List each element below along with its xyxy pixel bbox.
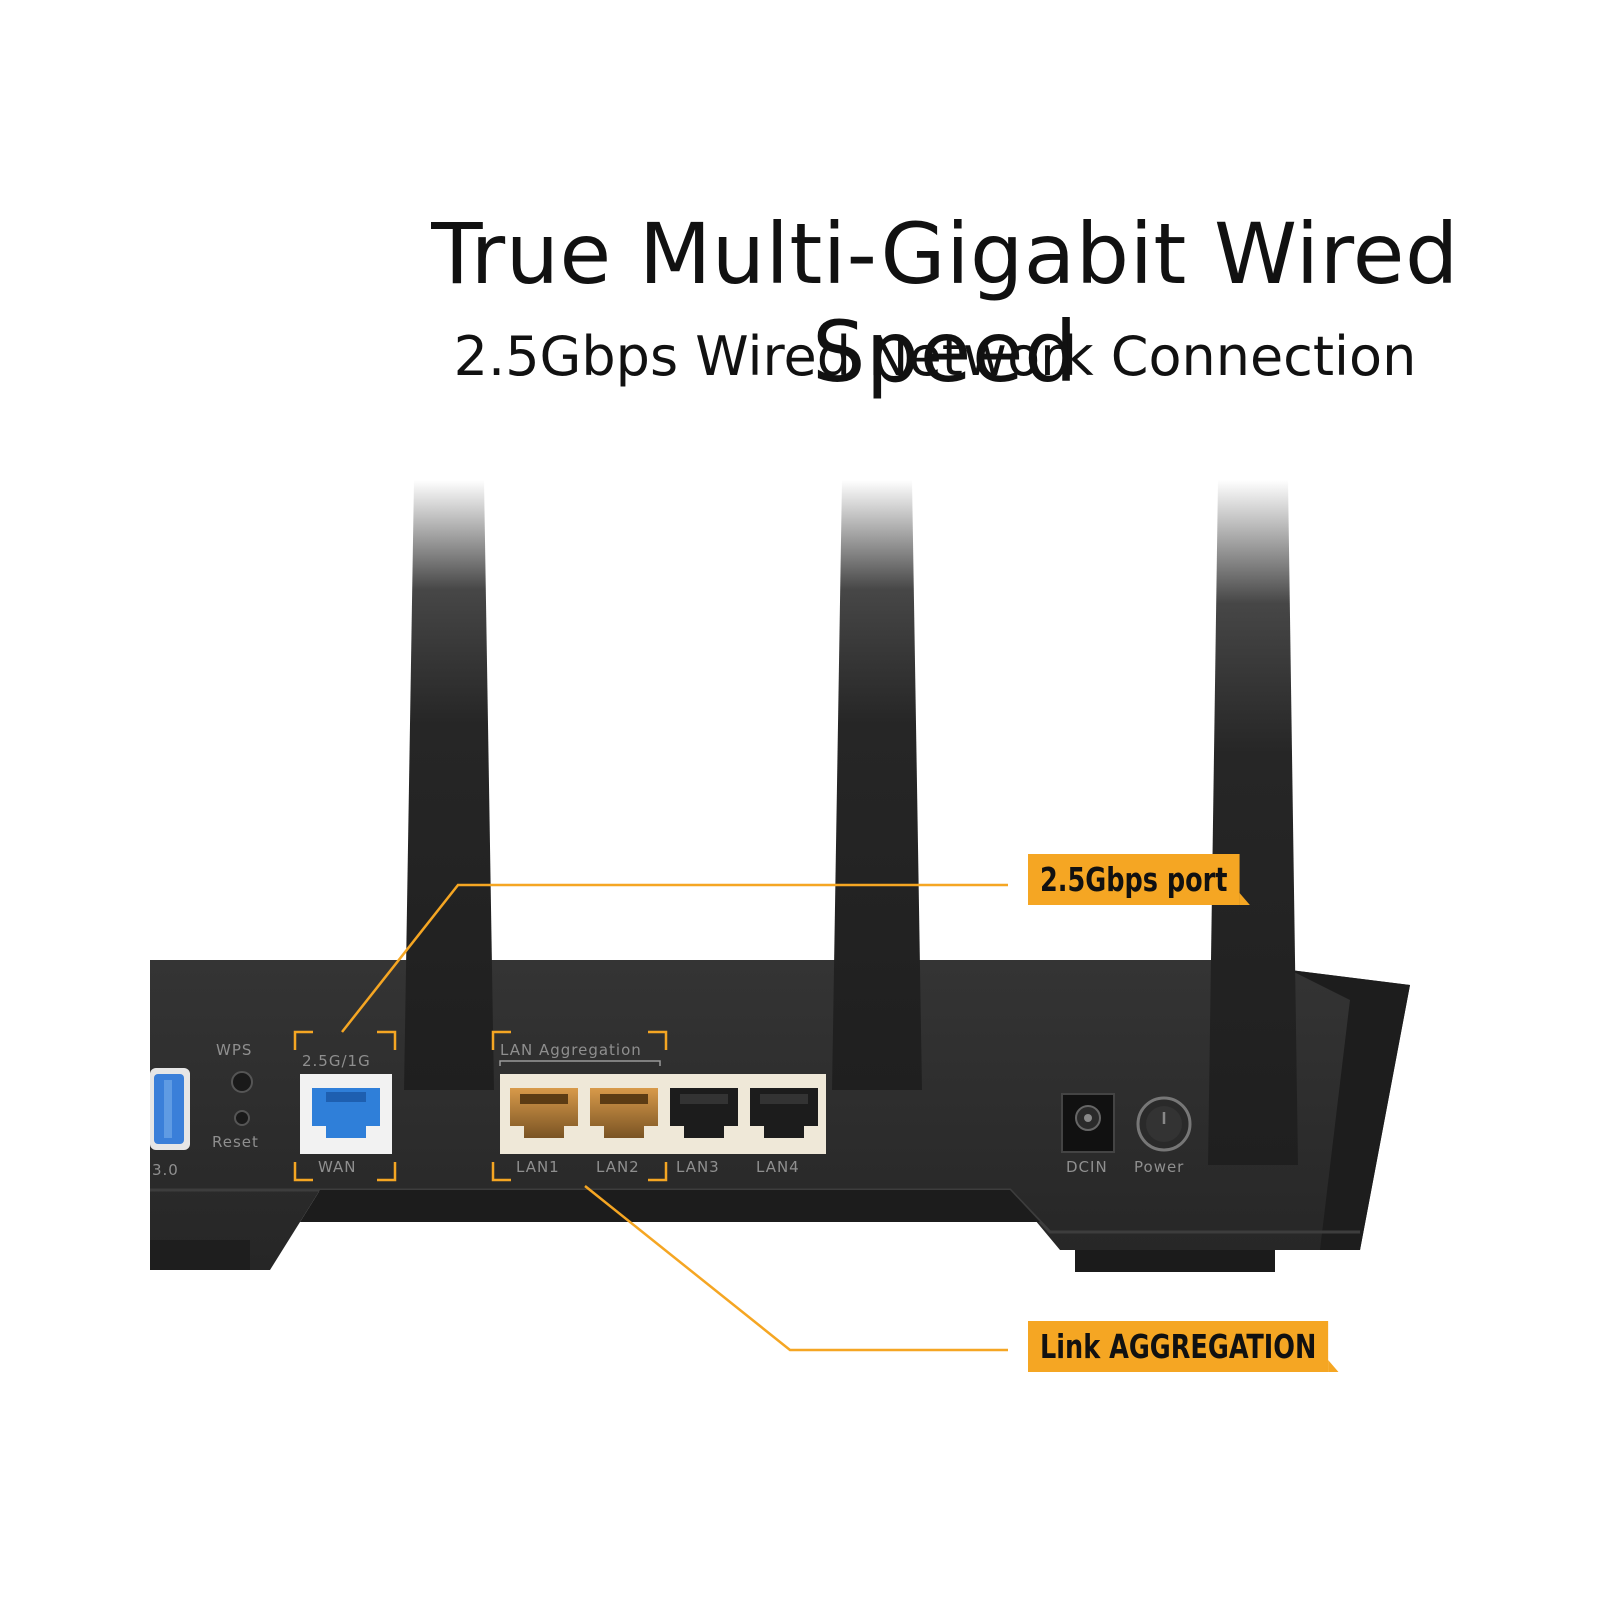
dc-in-port[interactable] [1061,1093,1115,1153]
usb-port [150,1068,190,1150]
port-callout: 2.5Gbps port [1028,854,1250,905]
power-button[interactable] [1136,1096,1192,1152]
subheadline: 2.5Gbps Wired Network Connection [453,325,1417,388]
wan-port[interactable] [300,1074,392,1154]
usb-label: 3.0 [152,1161,179,1179]
lan-port-4[interactable] [750,1088,818,1138]
lan-4-label: LAN4 [756,1158,800,1176]
dcin-label: DCIN [1066,1158,1108,1176]
lan-port-1[interactable] [510,1088,578,1138]
power-label: Power [1134,1158,1184,1176]
lan-aggregation-label: LAN Aggregation [500,1041,642,1059]
lan-highlight-brackets [491,1030,668,1182]
lan-port-2[interactable] [590,1088,658,1138]
aggregation-callout-line [584,1185,1008,1352]
wan-label: WAN [318,1158,357,1176]
lan-2-label: LAN2 [596,1158,640,1176]
antenna-right [1208,480,1298,1165]
antenna-middle [832,480,922,1090]
wps-button[interactable] [231,1071,253,1093]
reset-button[interactable] [234,1110,250,1126]
wan-speed-label: 2.5G/1G [302,1052,371,1070]
lan-port-3[interactable] [670,1088,738,1138]
port-callout-line [341,883,1008,1033]
lan-3-label: LAN3 [676,1158,720,1176]
wps-label: WPS [216,1041,252,1059]
headline: True Multi-Gigabit Wired Speed [431,205,1459,401]
antenna-left [404,480,494,1090]
reset-label: Reset [212,1133,259,1151]
lan-1-label: LAN1 [516,1158,560,1176]
wan-highlight-brackets [293,1030,397,1182]
aggregation-callout: Link AGGREGATION [1028,1321,1340,1372]
